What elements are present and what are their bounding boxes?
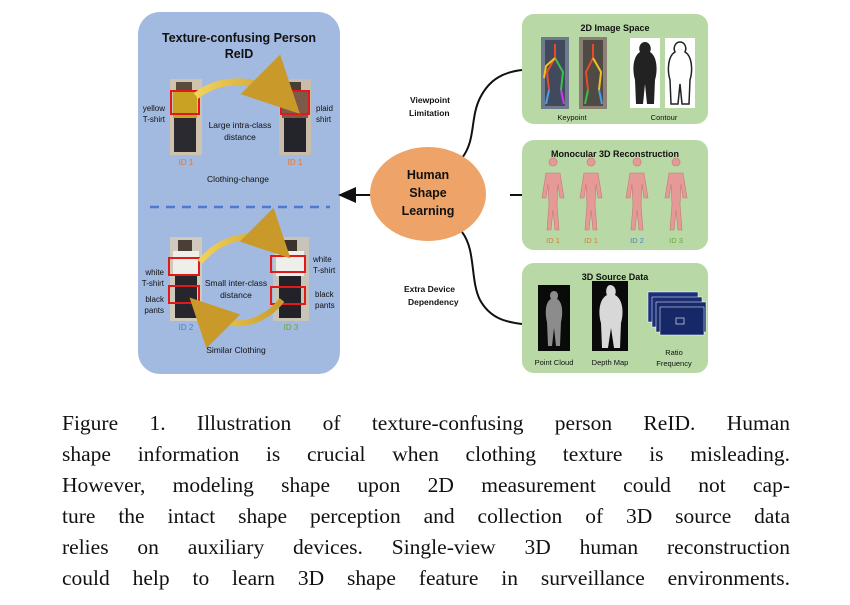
mesh-figure-3 [625,157,649,231]
label-yellow: yellow [143,104,165,113]
box-title: 3D Source Data [582,272,650,282]
connector-source [461,231,523,325]
mesh-figure-2 [579,157,603,231]
id-label: ID 1 [584,236,598,245]
point-cloud-image [538,285,570,351]
label-ratio: Ratio [665,348,683,357]
label-tshirt: T-shirt [313,266,336,275]
arc-arrow [189,297,285,349]
label-keypoint: Keypoint [557,113,587,122]
box-title: Monocular 3D Reconstruction [551,149,679,159]
caption-line: ture the intact shape perception and col… [62,504,790,528]
id-label: ID 3 [669,236,683,245]
bbox-red [170,90,200,115]
label-black: black [315,290,335,299]
mesh-figures [541,157,688,231]
ratio-frequency-image [647,291,707,336]
caption-line: Figure 1. Illustration of texture-confus… [62,411,790,435]
arc-arrow [197,207,291,264]
hub-node: Human Shape Learning [370,147,486,241]
label-contour: Contour [651,113,678,122]
label-distance: distance [220,290,252,300]
figure-caption: Figure 1. Illustration of texture-confus… [62,408,790,594]
id-label: ID 2 [179,323,194,332]
panel-title-line2: ReID [225,47,253,61]
bbox-red [168,257,200,276]
hub-label-human: Human [407,168,449,182]
box-2d-image-space: 2D Image Space Keypoint Contour [522,14,708,124]
figure-diagram: Texture-confusing Person ReID yellow T-s… [138,12,708,374]
label-black: black [145,295,165,304]
label-white: white [144,268,164,277]
label-distance: distance [224,132,256,142]
contour-silhouette-filled [630,38,660,108]
edge-label-limitation: Limitation [409,108,450,118]
id-label: ID 1 [288,158,303,167]
person-photo-id1-b [279,79,311,155]
box-3d-source-data: 3D Source Data Point Cloud Depth Map Rat… [522,263,708,373]
edge-label-dependency: Dependency [408,297,459,307]
caption-line: could help to learn 3D shape feature in … [62,566,790,590]
hub-label-shape: Shape [409,186,447,200]
label-small-inter: Small inter-class [205,278,267,288]
label-tshirt: T-shirt [143,115,166,124]
label-plaid: plaid [316,104,333,113]
label-pants: pants [315,301,335,310]
left-panel: Texture-confusing Person ReID yellow T-s… [138,12,340,374]
caption-line: However, modeling shape upon 2D measurem… [62,473,790,497]
id-label: ID 1 [546,236,560,245]
mesh-figure-1 [541,157,565,231]
person-photo-id1-a [170,79,202,155]
edge-label-viewpoint: Viewpoint [410,95,450,105]
panel-title-line1: Texture-confusing Person [162,31,316,45]
label-frequency: Frequency [656,359,692,368]
label-shirt: shirt [316,115,332,124]
caption-line: relies on auxiliary devices. Single-view… [62,535,790,559]
mesh-figure-4 [664,157,688,231]
caption-similar-clothing: Similar Clothing [206,345,266,355]
contour-silhouette-outline [665,38,695,108]
label-point-cloud: Point Cloud [535,358,574,367]
panel-background [138,12,340,374]
id-label: ID 2 [630,236,644,245]
label-large-intra: Large intra-class [209,120,272,130]
id-label: ID 1 [179,158,194,167]
hub-label-learning: Learning [402,204,455,218]
connector-image-space [461,69,523,159]
bbox-red [168,285,200,304]
keypoint-photo-1 [541,37,569,109]
id-label: ID 3 [284,323,299,332]
bbox-red [270,286,306,305]
label-pants: pants [144,306,164,315]
arc-arrow [193,54,300,114]
depth-map-image [592,281,628,351]
caption-line: shape information is crucial when clothi… [62,442,790,466]
hub-ellipse [370,147,486,241]
label-tshirt: T-shirt [142,279,165,288]
label-white: white [312,255,332,264]
caption-clothing-change: Clothing-change [207,174,269,184]
box-title: 2D Image Space [580,23,649,33]
box-monocular-3d-reconstruction: Monocular 3D Reconstruction ID 1 ID 1 ID… [522,140,708,250]
box-background [522,140,708,250]
keypoint-photo-2 [579,37,607,109]
label-depth-map: Depth Map [592,358,629,367]
edge-label-extra-device: Extra Device [404,284,455,294]
